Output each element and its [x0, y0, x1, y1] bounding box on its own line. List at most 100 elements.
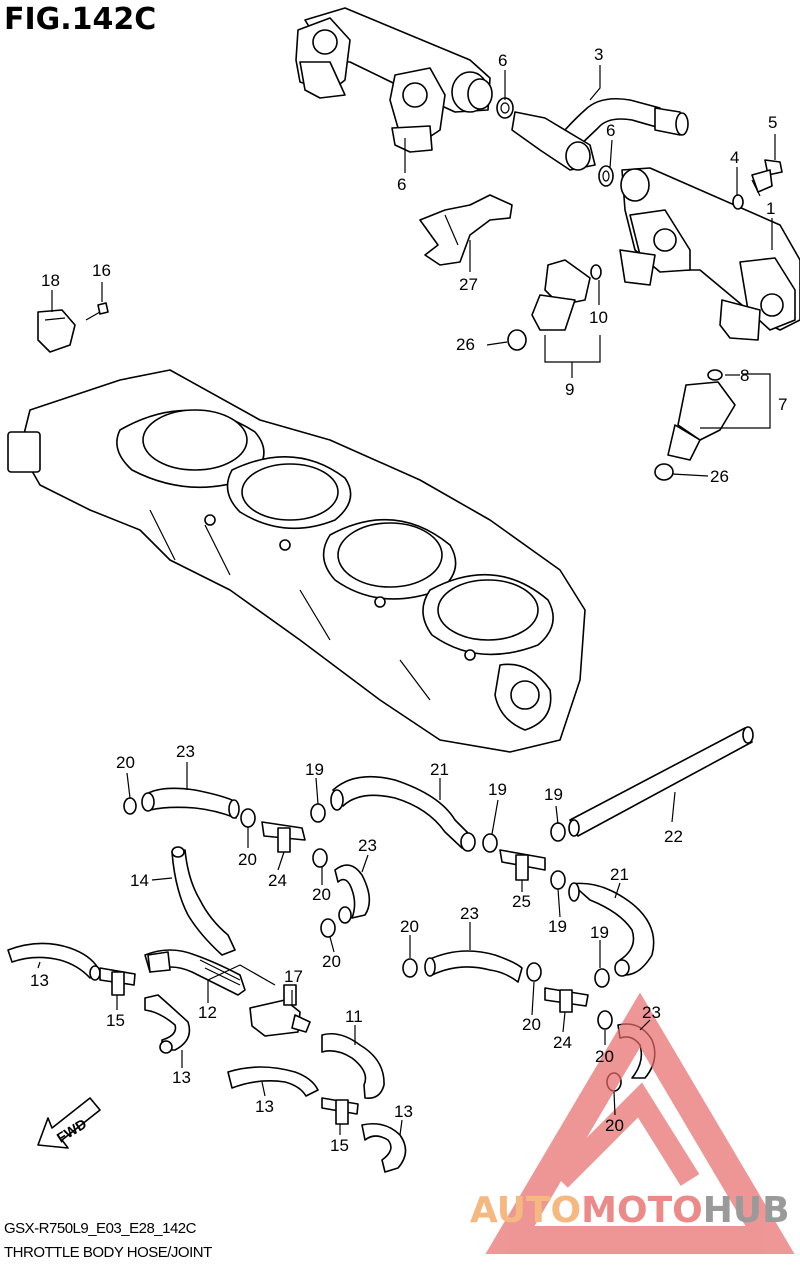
- callout-20-f: 20: [522, 1015, 541, 1034]
- sensor-18: [37, 309, 76, 353]
- callout-2: 6: [397, 175, 406, 194]
- callout-23-c: 23: [460, 904, 479, 923]
- callout-13-a: 13: [30, 971, 49, 990]
- hose-14: [171, 846, 236, 956]
- callout-20-b: 20: [238, 850, 257, 869]
- callout-13-d: 13: [394, 1102, 413, 1121]
- callout-19-c: 19: [544, 785, 563, 804]
- callout-13-c: 13: [255, 1097, 274, 1116]
- watermark-moto: MOTO: [581, 1190, 703, 1231]
- callout-24-a: 24: [268, 871, 287, 890]
- callout-27: 27: [459, 275, 478, 294]
- clip-20-d: [320, 918, 336, 938]
- callout-26-upper: 26: [456, 335, 475, 354]
- watermark-auto: AUTO: [470, 1190, 582, 1231]
- clamp-27: [419, 194, 513, 266]
- fuel-delivery-pipe-2: [295, 7, 493, 153]
- clip-20-g: [597, 1010, 613, 1030]
- clip-20-a: [123, 797, 137, 815]
- callout-3: 3: [594, 45, 603, 64]
- callout-20-a: 20: [116, 753, 135, 772]
- callout-13-b: 13: [172, 1068, 191, 1087]
- watermark-hub: HUB: [702, 1190, 790, 1231]
- watermark-text: AUTOMOTOHUB: [470, 1190, 790, 1231]
- hose-23-left: [141, 787, 240, 819]
- figure-code: GSX-R750L9_E03_E28_142C: [4, 1220, 196, 1237]
- watermark-logo-triangle: [485, 992, 795, 1254]
- callout-23-a: 23: [176, 742, 195, 761]
- hose-13-center: [227, 1066, 319, 1097]
- hose-21-top: [330, 775, 476, 852]
- joint-15-upper: [99, 967, 136, 996]
- hose-23-right: [424, 950, 523, 983]
- hose-13-bottom: [361, 1122, 407, 1173]
- callout-6-lower: 6: [606, 121, 615, 140]
- clip-19-a: [310, 803, 326, 823]
- forward-arrow: FWD: [37, 1097, 101, 1149]
- figure-caption: THROTTLE BODY HOSE/JOINT: [4, 1244, 212, 1261]
- callout-14: 14: [130, 871, 149, 890]
- screw-16: [85, 302, 109, 321]
- clip-20-b: [240, 808, 256, 828]
- callout-7: 7: [778, 395, 787, 414]
- fuel-delivery-pipe-1: [619, 167, 800, 341]
- hose-21-lower: [568, 882, 655, 977]
- washer-4: [732, 194, 744, 210]
- callout-1: 1: [766, 199, 775, 218]
- bolt-5: [751, 159, 783, 197]
- callout-21-b: 21: [610, 865, 629, 884]
- hose-13-left: [7, 942, 101, 981]
- callout-6-upper: 6: [498, 51, 507, 70]
- callout-labels: 6 3 5 4 6 6 1 27 10 26 9 8 7 26 16 18 20…: [30, 45, 787, 1155]
- callout-20-c: 20: [312, 885, 331, 904]
- throttle-body: [7, 369, 586, 753]
- callout-26-lower: 26: [710, 467, 729, 486]
- callout-19-e: 19: [590, 923, 609, 942]
- callout-15-a: 15: [106, 1011, 125, 1030]
- hose-13-small: [144, 994, 191, 1054]
- hose-12: [144, 949, 246, 996]
- callout-8: 8: [740, 366, 749, 385]
- callout-19-a: 19: [305, 760, 324, 779]
- callout-24-b: 24: [553, 1033, 572, 1052]
- leader-lines: [37, 65, 776, 1136]
- callout-25: 25: [512, 892, 531, 911]
- clip-19-c: [550, 822, 566, 842]
- callout-5: 5: [768, 113, 777, 132]
- callout-20-e: 20: [400, 917, 419, 936]
- hose-11: [321, 1032, 385, 1100]
- clip-19-b: [482, 833, 498, 853]
- injector-7: [654, 369, 736, 481]
- callout-10: 10: [589, 308, 608, 327]
- callout-19-d: 19: [548, 917, 567, 936]
- injector-9: [507, 259, 602, 351]
- callout-4: 4: [730, 148, 739, 167]
- clip-19-d: [550, 870, 566, 890]
- callout-22: 22: [664, 827, 683, 846]
- joint-15-lower: [321, 1097, 359, 1125]
- clip-20-c: [312, 848, 328, 868]
- hose-22: [568, 726, 754, 837]
- hose-23-mid: [334, 864, 371, 924]
- joint-24-right: [544, 987, 589, 1013]
- callout-15-b: 15: [330, 1136, 349, 1155]
- callout-21-a: 21: [430, 760, 449, 779]
- callout-19-b: 19: [488, 780, 507, 799]
- joint-17: [249, 984, 311, 1037]
- callout-23-b: 23: [358, 836, 377, 855]
- fuel-joint-6: [496, 97, 614, 187]
- callout-20-g: 20: [595, 1047, 614, 1066]
- callout-11: 11: [345, 1007, 363, 1026]
- figure-title: FIG.142C: [4, 2, 157, 37]
- clip-19-e: [594, 968, 610, 988]
- callout-18: 18: [41, 271, 60, 290]
- callout-12: 12: [198, 1003, 217, 1022]
- callout-9: 9: [565, 380, 574, 399]
- callout-17: 17: [284, 967, 303, 986]
- joint-24-left: [261, 821, 306, 853]
- clip-20-f: [526, 962, 542, 982]
- callout-20-h: 20: [605, 1116, 624, 1135]
- callout-20-d: 20: [322, 952, 341, 971]
